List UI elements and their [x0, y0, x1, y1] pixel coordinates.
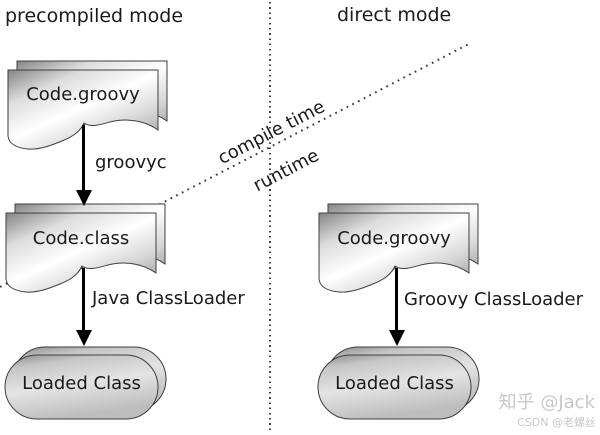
loaded-class-shape-right: [317, 346, 480, 420]
heading-direct-mode: direct mode: [337, 4, 452, 26]
arrow-groovy-classloader-head: [389, 330, 405, 346]
document-shape-code-groovy-right: [318, 203, 479, 293]
node-label-code-groovy-left: Code.groovy: [26, 84, 140, 105]
node-label-code-groovy-right: Code.groovy: [337, 228, 451, 249]
node-label-loaded-class-right: Loaded Class: [335, 373, 454, 394]
node-label-code-class: Code.class: [32, 228, 130, 249]
document-shape-code-groovy-left: [7, 60, 168, 150]
watermark-csdn: CSDN @老螺丝: [517, 416, 596, 429]
arrow-groovyc-shaft: [82, 125, 85, 191]
document-shape-code-class: [5, 203, 166, 293]
label-groovyc: groovyc: [95, 152, 167, 173]
arrow-groovy-classloader-shaft: [395, 268, 398, 331]
watermark-zhihu: 知乎 @Jack: [498, 392, 595, 413]
loaded-class-shape-left: [4, 346, 167, 420]
arrow-java-classloader-head: [76, 330, 92, 346]
label-runtime: runtime: [249, 144, 323, 197]
label-java-classloader: Java ClassLoader: [92, 288, 245, 309]
heading-precompiled-mode: precompiled mode: [5, 5, 184, 27]
node-label-loaded-class-left: Loaded Class: [22, 373, 141, 394]
arrow-java-classloader-shaft: [82, 268, 85, 331]
arrow-groovyc-head: [76, 190, 92, 206]
mode-separator-dotted-line: [269, 2, 271, 432]
label-groovy-classloader: Groovy ClassLoader: [404, 289, 584, 310]
